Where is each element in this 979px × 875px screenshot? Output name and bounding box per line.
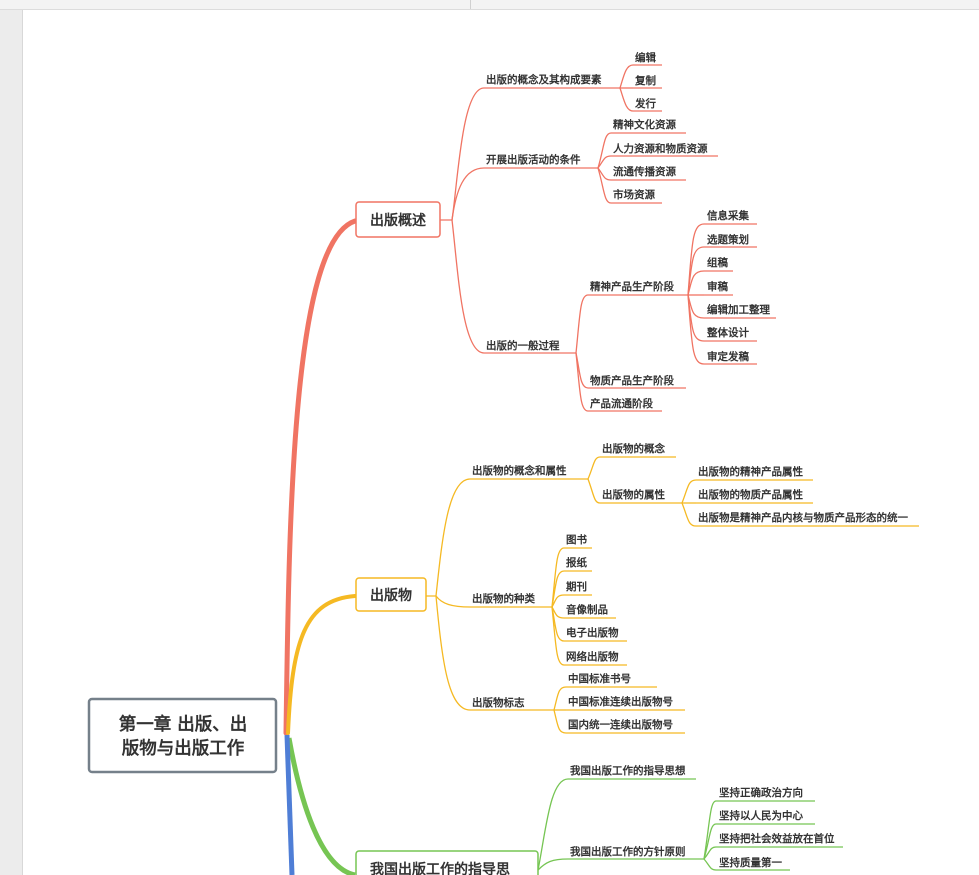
leaf-fuzhi[interactable]: 复制	[634, 74, 656, 87]
leaf-cond-2[interactable]: 流通传播资源	[613, 165, 676, 178]
connector	[619, 64, 634, 89]
connector	[451, 219, 485, 354]
connector	[537, 778, 569, 871]
branch-title-chubanwu: 出版物	[370, 587, 412, 604]
connector	[587, 456, 601, 480]
connector	[703, 858, 717, 871]
branch-title-guiding: 我国出版工作的指导思	[370, 861, 510, 875]
leaf-type-0[interactable]: 图书	[566, 533, 587, 546]
node-attributes[interactable]: 出版物的属性	[602, 488, 665, 501]
leaf-cond-0[interactable]: 精神文化资源	[613, 118, 676, 131]
connector	[551, 606, 565, 666]
leaf-mark-0[interactable]: 中国标准书号	[568, 672, 631, 685]
leaf-cond-1[interactable]: 人力资源和物质资源	[613, 142, 708, 155]
connector	[687, 246, 705, 296]
branch-node-chubanwu[interactable]	[355, 577, 427, 612]
left-gutter	[0, 10, 23, 875]
connector	[597, 155, 612, 169]
connector	[587, 478, 601, 504]
connector	[681, 502, 697, 527]
connector	[553, 686, 567, 711]
leaf-principle-3[interactable]: 坚持质量第一	[719, 856, 782, 869]
connector	[553, 709, 567, 734]
leaf-stage-4[interactable]: 编辑加工整理	[707, 303, 770, 316]
connector	[575, 294, 589, 354]
leaf-type-4[interactable]: 电子出版物	[566, 626, 619, 639]
leaf-mark-1[interactable]: 中国标准连续出版物号	[568, 695, 673, 708]
connector	[619, 87, 634, 112]
branch-title-chuban-gaishu: 出版概述	[370, 212, 426, 229]
leaf-type-3[interactable]: 音像制品	[566, 603, 608, 616]
node-spiritual-stage[interactable]: 精神产品生产阶段	[590, 280, 674, 293]
branch-guiding: 我国出版工作的指导思 我国出版工作的指导思想 我国出版工作的方针原则 坚持正确政…	[355, 764, 843, 875]
leaf-type-5[interactable]: 网络出版物	[566, 650, 619, 663]
connector	[435, 595, 471, 711]
top-toolbar-strip	[0, 0, 979, 10]
leaf-stage-2[interactable]: 组稿	[707, 256, 728, 269]
connector	[426, 478, 471, 597]
connector	[575, 352, 589, 412]
root-node[interactable]: 第一章 出版、出 版物与出版工作	[87, 697, 278, 774]
connector	[551, 570, 565, 608]
leaf-attr-0[interactable]: 出版物的精神产品属性	[698, 465, 803, 478]
node-concept[interactable]: 出版的概念及其构成要素	[486, 73, 602, 86]
leaf-stage-1[interactable]: 选题策划	[707, 233, 749, 246]
leaf-stage-3[interactable]: 审稿	[707, 280, 728, 293]
leaf-principle-2[interactable]: 坚持把社会效益放在首位	[719, 832, 835, 845]
connector	[703, 800, 717, 860]
root-title-line-2: 版物与出版工作	[122, 738, 245, 759]
leaf-cond-3[interactable]: 市场资源	[613, 188, 655, 201]
branch-connector-yellow	[286, 594, 357, 735]
node-circulation-stage[interactable]: 产品流通阶段	[590, 397, 653, 410]
connector	[597, 132, 612, 169]
node-types[interactable]: 出版物的种类	[472, 592, 535, 605]
leaf-mark-2[interactable]: 国内统一连续出版物号	[568, 718, 673, 731]
leaf-stage-0[interactable]: 信息采集	[707, 209, 749, 222]
connector	[435, 595, 471, 608]
connector	[687, 270, 705, 296]
branch-chuban-gaishu: 出版概述 出版的概念及其构成要素 编辑 复制 发行 开展出版活动的条件 精神文化…	[355, 51, 776, 412]
connector	[597, 167, 612, 204]
branch-node-guiding[interactable]	[355, 850, 539, 875]
leaf-bianji[interactable]: 编辑	[635, 51, 656, 64]
connector	[681, 479, 697, 504]
connector	[451, 167, 485, 221]
node-conditions[interactable]: 开展出版活动的条件	[486, 153, 581, 166]
branch-connector-green	[286, 737, 356, 875]
leaf-stage-6[interactable]: 审定发稿	[707, 350, 749, 363]
leaf-principle-1[interactable]: 坚持以人民为中心	[719, 809, 803, 822]
connector	[597, 167, 612, 181]
connector	[440, 87, 485, 221]
toolbar-divider	[470, 0, 471, 9]
branch-chubanwu: 出版物 出版物的概念和属性 出版物的概念 出版物的属性 出版物的精神产品属性 出…	[355, 442, 919, 734]
node-marks[interactable]: 出版物标志	[472, 696, 525, 709]
leaf-concept[interactable]: 出版物的概念	[602, 442, 665, 455]
connector	[703, 823, 717, 860]
connector	[537, 858, 569, 871]
connector	[551, 594, 565, 608]
leaf-type-2[interactable]: 期刊	[566, 580, 587, 593]
node-material-stage[interactable]: 物质产品生产阶段	[590, 374, 674, 387]
root-title-line-1: 第一章 出版、出	[119, 714, 248, 735]
node-concept-attr[interactable]: 出版物的概念和属性	[472, 464, 567, 477]
node-guiding-thought[interactable]: 我国出版工作的指导思想	[570, 764, 686, 777]
connector	[687, 294, 705, 365]
connector	[703, 846, 717, 860]
leaf-stage-5[interactable]: 整体设计	[706, 326, 749, 339]
branch-connector-red	[283, 218, 358, 736]
leaf-attr-2[interactable]: 出版物是精神产品内核与物质产品形态的统一	[698, 511, 908, 524]
node-principles[interactable]: 我国出版工作的方针原则	[570, 845, 686, 858]
leaf-faxing[interactable]: 发行	[634, 97, 656, 110]
branch-connector-blue	[284, 734, 295, 875]
leaf-attr-1[interactable]: 出版物的物质产品属性	[698, 488, 803, 501]
node-process[interactable]: 出版的一般过程	[486, 339, 560, 352]
leaf-type-1[interactable]: 报纸	[566, 556, 587, 569]
leaf-principle-0[interactable]: 坚持正确政治方向	[719, 786, 803, 799]
